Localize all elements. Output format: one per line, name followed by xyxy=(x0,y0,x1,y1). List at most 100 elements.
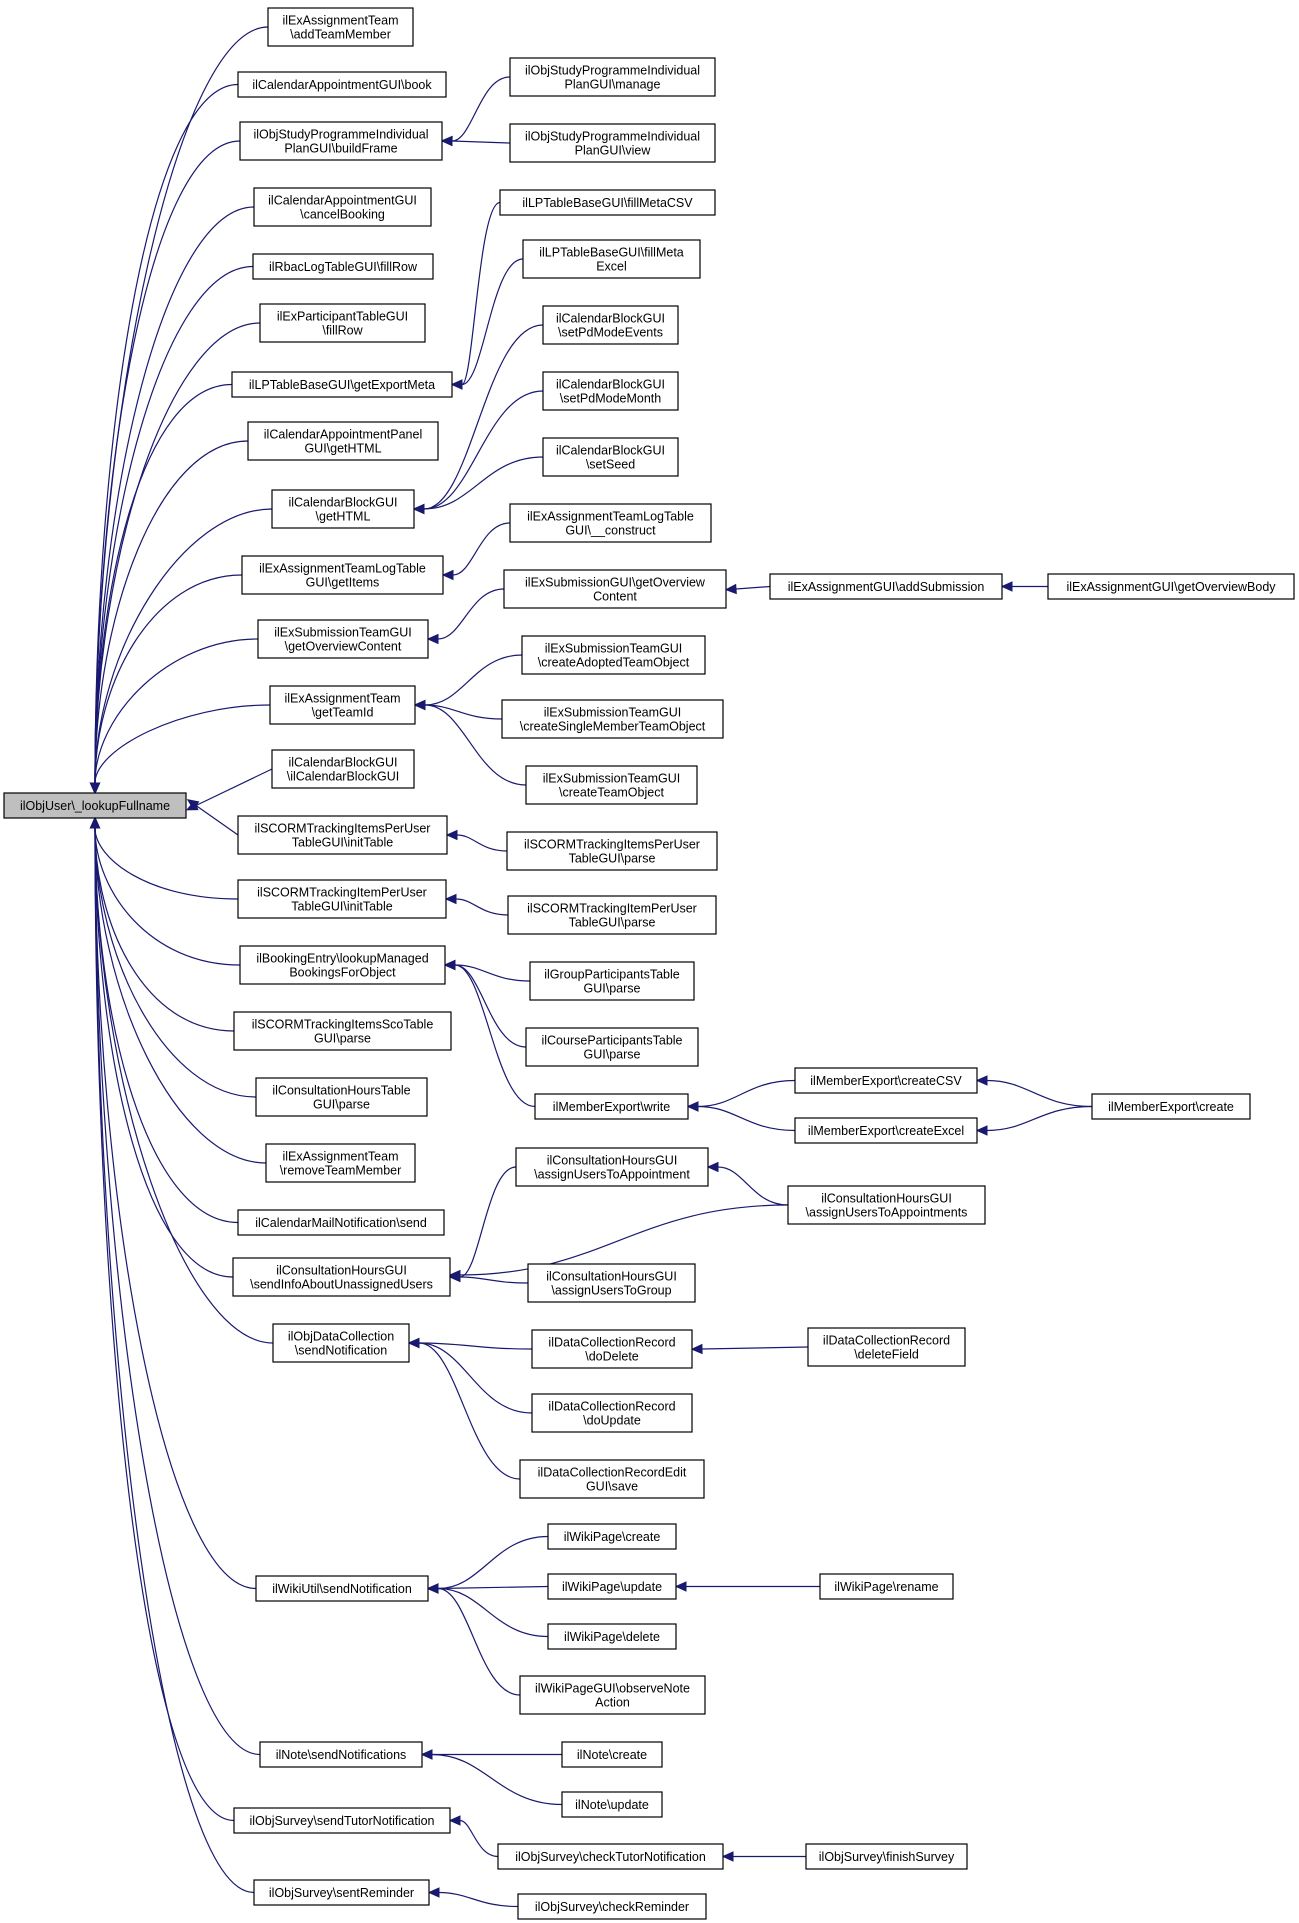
node-label: GUI\save xyxy=(586,1480,638,1494)
node-ilscormtrackingitemsperuser-tablegui-inittable[interactable]: ilSCORMTrackingItemsPerUserTableGUI\init… xyxy=(237,815,448,855)
edge-arrow xyxy=(420,1749,563,1806)
node-ilexsubmissionteamgui-getoverviewcontent[interactable]: ilExSubmissionTeamGUI\getOverviewContent xyxy=(257,619,429,659)
node-ilscormtrackingitemsperuser-tablegui-parse[interactable]: ilSCORMTrackingItemsPerUserTableGUI\pars… xyxy=(506,831,718,871)
edge-line xyxy=(459,1166,517,1278)
node-ilexsubmissionteamgui-createadoptedteamobject[interactable]: ilExSubmissionTeamGUI\createAdoptedTeamO… xyxy=(521,635,706,675)
node-label: ilObjStudyProgrammeIndividual xyxy=(525,130,700,144)
node-ilobjdatacollection-sendnotification[interactable]: ilObjDataCollection\sendNotification xyxy=(272,1323,410,1363)
node-ilobjstudyprogrammeindividual-plangui-buildframe[interactable]: ilObjStudyProgrammeIndividualPlanGUI\bui… xyxy=(239,121,443,161)
edge-line xyxy=(94,206,255,784)
node-ilcalendarblockgui-gethtml[interactable]: ilCalendarBlockGUI\getHTML xyxy=(271,489,415,529)
node-label: GUI\parse xyxy=(313,1098,370,1112)
node-ilconsultationhoursgui-assignuserstoappointment[interactable]: ilConsultationHoursGUI\assignUsersToAppo… xyxy=(515,1147,709,1187)
node-ilobjsurvey-sentreminder[interactable]: ilObjSurvey\sentReminder xyxy=(253,1879,430,1906)
node-ilobjsurvey-checkreminder[interactable]: ilObjSurvey\checkReminder xyxy=(517,1893,707,1920)
node-label: ilNote\sendNotifications xyxy=(276,1748,407,1762)
node-box xyxy=(252,253,434,280)
node-ilnote-update[interactable]: ilNote\update xyxy=(561,1791,663,1818)
node-ildatacollectionrecord-deletefield[interactable]: ilDataCollectionRecord\deleteField xyxy=(807,1327,966,1367)
node-label: TableGUI\parse xyxy=(569,852,656,866)
arrowhead xyxy=(690,1343,703,1355)
edge-arrow xyxy=(1000,581,1048,592)
node-ilobjsurvey-finishsurvey[interactable]: ilObjSurvey\finishSurvey xyxy=(805,1843,968,1870)
node-ilexsubmissionteamgui-createsinglememberteamobject[interactable]: ilExSubmissionTeamGUI\createSingleMember… xyxy=(501,699,724,739)
node-box xyxy=(519,1459,705,1499)
node-ilobjstudyprogrammeindividual-plangui-view[interactable]: ilObjStudyProgrammeIndividualPlanGUI\vie… xyxy=(509,123,716,163)
node-ilexassignmentteam-getteamid[interactable]: ilExAssignmentTeam\getTeamId xyxy=(269,685,416,725)
node-box xyxy=(787,1185,986,1225)
node-ilobjsurvey-checktutornotification[interactable]: ilObjSurvey\checkTutorNotification xyxy=(497,1843,724,1870)
root-node[interactable]: ilObjUser\_lookupFullname xyxy=(3,792,187,819)
node-label: GUI\__construct xyxy=(565,524,656,538)
node-ilcalendarblockgui-setpdmodemonth[interactable]: ilCalendarBlockGUI\setPdModeMonth xyxy=(542,371,679,411)
node-ilexassignmentgui-getoverviewbody[interactable]: ilExAssignmentGUI\getOverviewBody xyxy=(1047,573,1295,600)
node-ilcalendarblockgui-setseed[interactable]: ilCalendarBlockGUI\setSeed xyxy=(542,437,679,477)
edge-arrow xyxy=(89,383,233,795)
node-illptablebasegui-fillmetacsv[interactable]: ilLPTableBaseGUI\fillMetaCSV xyxy=(499,189,716,216)
node-box xyxy=(259,1741,423,1768)
node-label: GUI\getHTML xyxy=(304,442,381,456)
edge-line xyxy=(94,83,239,784)
node-ilmemberexport-write[interactable]: ilMemberExport\write xyxy=(534,1093,689,1120)
node-ilobjsurvey-sendtutornotification[interactable]: ilObjSurvey\sendTutorNotification xyxy=(233,1807,451,1834)
edge-line xyxy=(94,140,241,784)
node-ilexassignmentgui-addsubmission[interactable]: ilExAssignmentGUI\addSubmission xyxy=(769,573,1003,600)
node-ildatacollectionrecord-doupdate[interactable]: ilDataCollectionRecord\doUpdate xyxy=(531,1393,693,1433)
node-ilcalendarblockgui-ilcalendarblockgui[interactable]: ilCalendarBlockGUI\ilCalendarBlockGUI xyxy=(271,749,415,789)
node-illptablebasegui-getexportmeta[interactable]: ilLPTableBaseGUI\getExportMeta xyxy=(231,371,453,398)
node-ilwikipage-delete[interactable]: ilWikiPage\delete xyxy=(547,1623,677,1650)
node-ilscormtrackingitemperuser-tablegui-inittable[interactable]: ilSCORMTrackingItemPerUserTableGUI\initT… xyxy=(237,879,447,919)
node-ilexsubmissiongui-getoverview-content[interactable]: ilExSubmissionGUI\getOverviewContent xyxy=(503,569,727,609)
node-ilcalendarblockgui-setpdmodeevents[interactable]: ilCalendarBlockGUI\setPdModeEvents xyxy=(542,305,679,345)
node-ilwikipage-create[interactable]: ilWikiPage\create xyxy=(547,1523,677,1550)
node-ilexassignmentteamlogtable-gui-construct[interactable]: ilExAssignmentTeamLogTableGUI\__construc… xyxy=(509,503,712,543)
edge-arrow xyxy=(413,699,527,786)
node-ilcalendarappointmentgui-cancelbooking[interactable]: ilCalendarAppointmentGUI\cancelBooking xyxy=(253,187,432,227)
node-box xyxy=(247,421,439,461)
node-ilobjstudyprogrammeindividual-plangui-manage[interactable]: ilObjStudyProgrammeIndividualPlanGUI\man… xyxy=(509,57,716,97)
node-ilmemberexport-create[interactable]: ilMemberExport\create xyxy=(1091,1093,1251,1120)
node-ilnote-sendnotifications[interactable]: ilNote\sendNotifications xyxy=(259,1741,423,1768)
edge-line xyxy=(986,1079,1093,1108)
node-ilexassignmentteam-addteammember[interactable]: ilExAssignmentTeam\addTeamMember xyxy=(267,7,414,47)
node-ilexparticipanttablegui-fillrow[interactable]: ilExParticipantTableGUI\fillRow xyxy=(259,303,426,343)
node-ilwikipage-update[interactable]: ilWikiPage\update xyxy=(547,1573,677,1600)
node-ilbookingentry-lookupmanaged-bookingsforobject[interactable]: ilBookingEntry\lookupManagedBookingsForO… xyxy=(239,945,446,985)
edge-arrow xyxy=(185,768,273,811)
node-ilwikipage-rename[interactable]: ilWikiPage\rename xyxy=(819,1573,954,1600)
edge-line xyxy=(94,638,259,784)
node-ilnote-create[interactable]: ilNote\create xyxy=(561,1741,663,1768)
node-ilmemberexport-createcsv[interactable]: ilMemberExport\createCSV xyxy=(794,1067,978,1094)
edge-line xyxy=(697,1079,796,1108)
node-label: ilConsultationHoursGUI xyxy=(276,1264,407,1278)
node-ilcalendarmailnotification-send[interactable]: ilCalendarMailNotification\send xyxy=(237,1209,445,1236)
node-ilexassignmentteam-removeteammember[interactable]: ilExAssignmentTeam\removeTeamMember xyxy=(265,1143,416,1183)
node-label: ilLPTableBaseGUI\fillMetaCSV xyxy=(522,196,693,210)
node-ilconsultationhoursgui-assignuserstoappointments[interactable]: ilConsultationHoursGUI\assignUsersToAppo… xyxy=(787,1185,986,1225)
node-label: \sendNotification xyxy=(295,1344,387,1358)
node-ilexsubmissionteamgui-createteamobject[interactable]: ilExSubmissionTeamGUI\createTeamObject xyxy=(525,765,698,805)
arrowhead xyxy=(89,816,101,829)
node-ilmemberexport-createexcel[interactable]: ilMemberExport\createExcel xyxy=(794,1117,978,1144)
edge-line xyxy=(418,1342,521,1480)
node-label: ilObjSurvey\checkTutorNotification xyxy=(515,1850,706,1864)
node-label: ilExSubmissionTeamGUI xyxy=(544,706,682,720)
node-ildatacollectionrecord-dodelete[interactable]: ilDataCollectionRecord\doDelete xyxy=(531,1329,693,1369)
node-label: ilExAssignmentTeam xyxy=(282,14,398,28)
node-ilcalendarappointmentgui-book[interactable]: ilCalendarAppointmentGUI\book xyxy=(237,71,447,98)
node-ilconsultationhoursgui-assignuserstogroup[interactable]: ilConsultationHoursGUI\assignUsersToGrou… xyxy=(527,1263,696,1303)
arrowhead xyxy=(706,1161,719,1173)
node-ilrbaclogtablegui-fillrow[interactable]: ilRbacLogTableGUI\fillRow xyxy=(252,253,434,280)
node-ilwikiutil-sendnotification[interactable]: ilWikiUtil\sendNotification xyxy=(255,1575,429,1602)
node-ilconsultationhoursgui-sendinfoaboutunassignedusers[interactable]: ilConsultationHoursGUI\sendInfoAboutUnas… xyxy=(232,1257,451,1297)
